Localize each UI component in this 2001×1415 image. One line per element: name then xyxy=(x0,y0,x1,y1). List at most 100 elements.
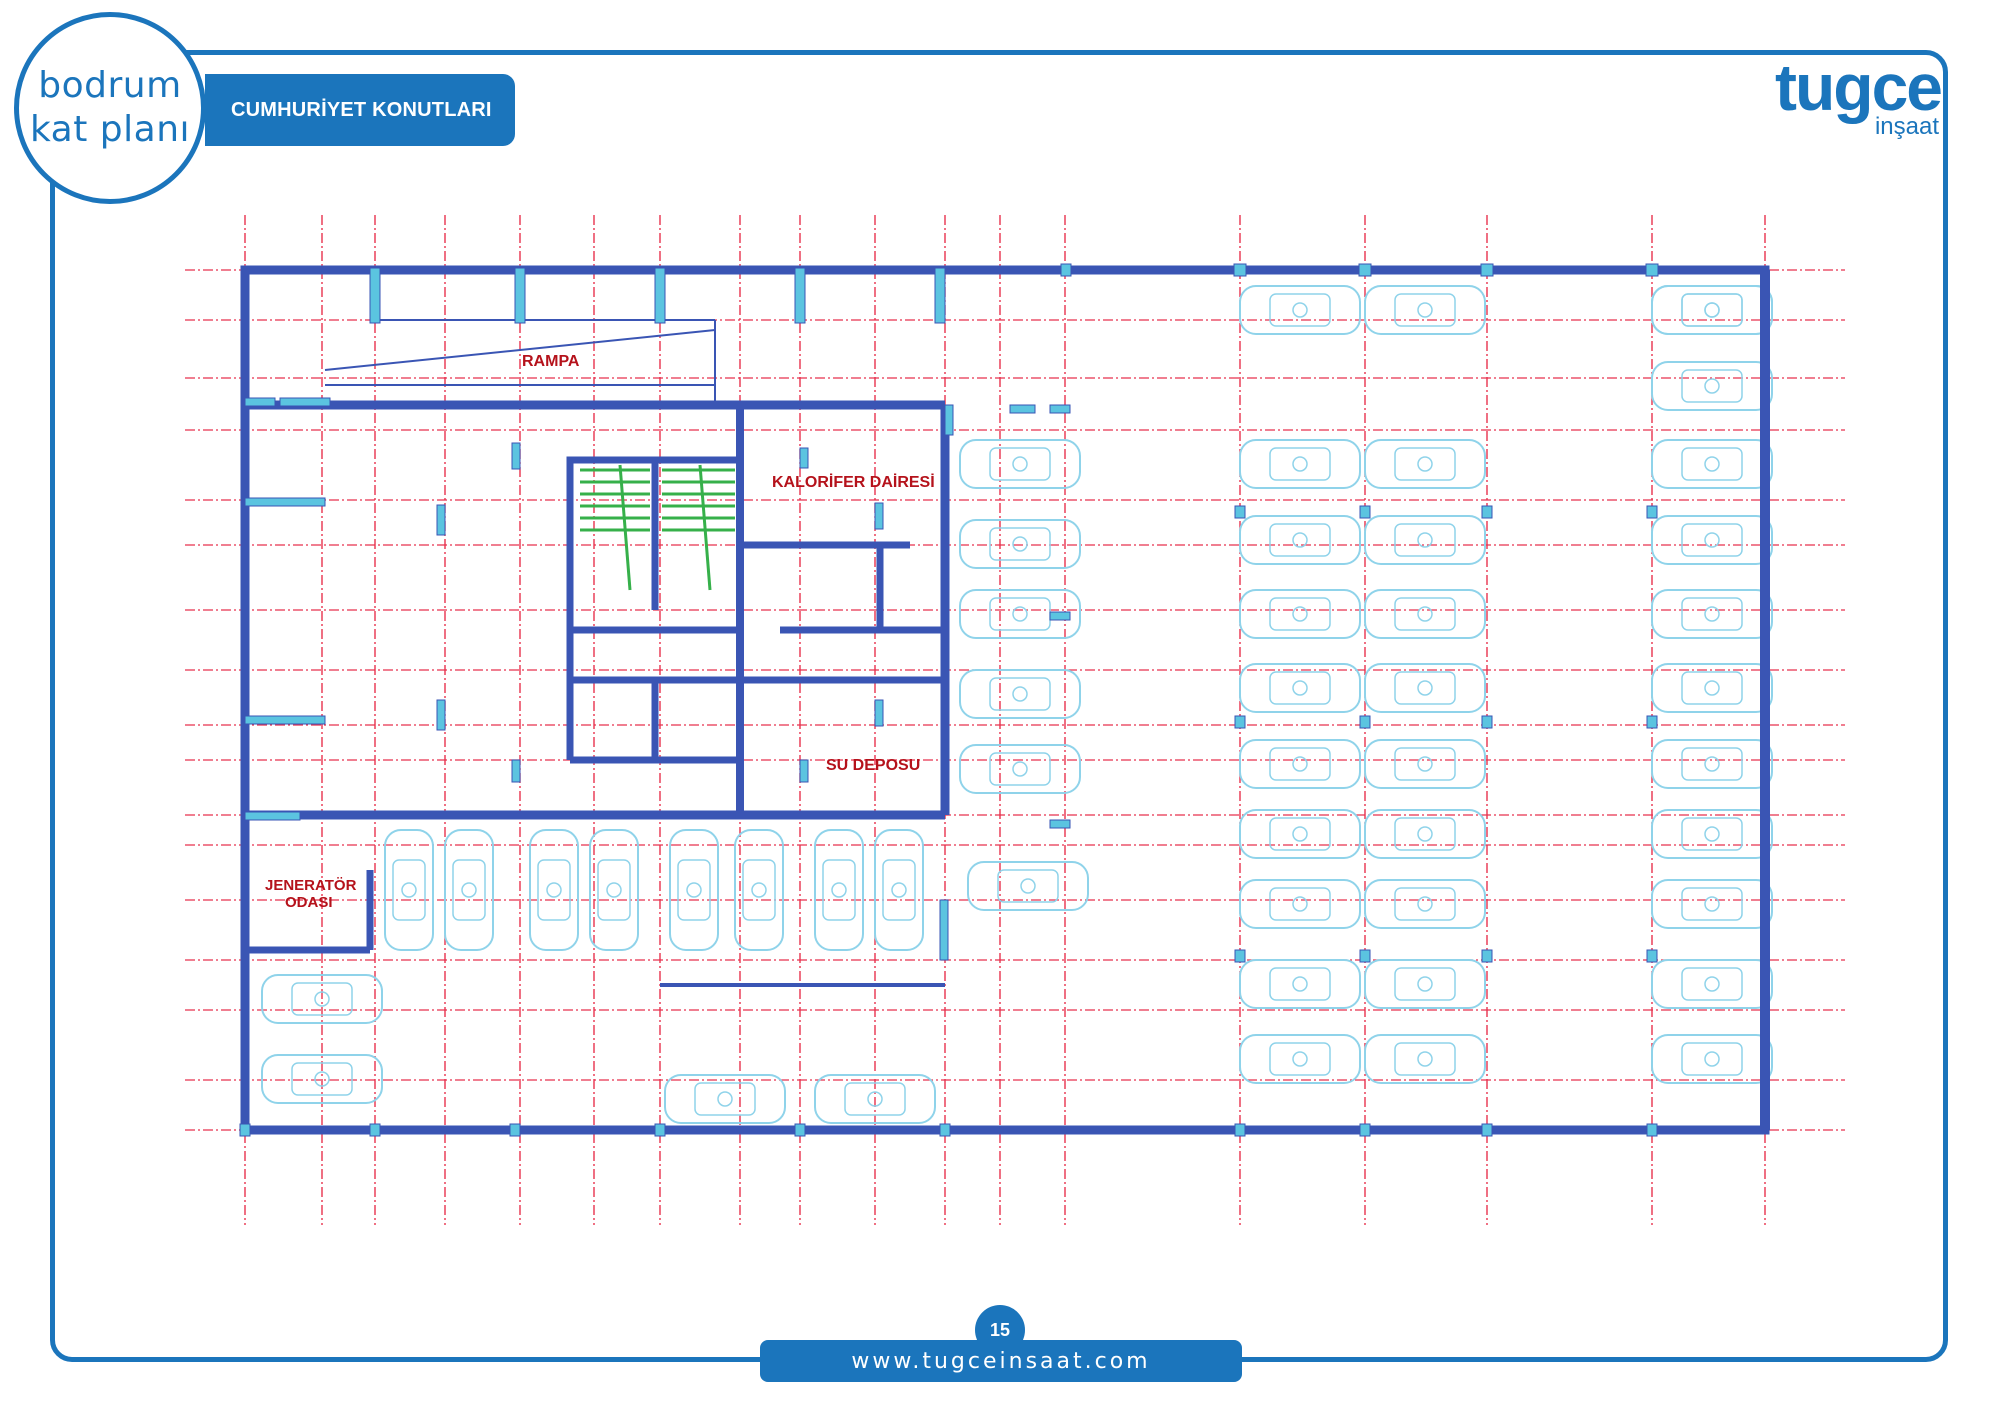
car-roof xyxy=(1681,1042,1743,1076)
structural-column xyxy=(799,759,809,783)
car xyxy=(814,829,864,951)
structural-column xyxy=(239,1123,251,1137)
car xyxy=(1651,285,1773,335)
car-roof xyxy=(1269,967,1331,1001)
stair-stringer xyxy=(618,464,632,591)
structural-column xyxy=(1646,1123,1658,1137)
structural-column xyxy=(1049,404,1071,414)
car-body xyxy=(589,829,639,951)
car-body xyxy=(1364,515,1486,565)
structural-column xyxy=(244,497,326,507)
car-roof xyxy=(1681,671,1743,705)
car-body xyxy=(1239,663,1361,713)
car-number-circle xyxy=(1292,532,1308,548)
car-roof xyxy=(1269,523,1331,557)
car-body xyxy=(959,439,1081,489)
structural-column xyxy=(1233,263,1247,277)
car xyxy=(1651,439,1773,489)
car xyxy=(1651,515,1773,565)
car-number-circle xyxy=(1012,761,1028,777)
car-number-circle xyxy=(1292,606,1308,622)
car xyxy=(1364,589,1486,639)
car-number-circle xyxy=(1704,680,1720,696)
car xyxy=(1239,879,1361,929)
car xyxy=(1364,879,1486,929)
car-roof xyxy=(1681,293,1743,327)
car-number-circle xyxy=(1417,826,1433,842)
car-body xyxy=(1364,1034,1486,1084)
car xyxy=(1651,959,1773,1009)
structural-column xyxy=(934,267,946,324)
company-logo: tugce inşaat xyxy=(1701,50,1943,142)
structural-column xyxy=(514,267,526,324)
car xyxy=(444,829,494,951)
car-roof xyxy=(597,859,631,921)
car-number-circle xyxy=(1417,896,1433,912)
car-roof xyxy=(1269,597,1331,631)
car-body xyxy=(1651,1034,1773,1084)
car-roof xyxy=(1269,887,1331,921)
car-roof xyxy=(1394,1042,1456,1076)
car-roof xyxy=(989,447,1051,481)
car xyxy=(261,1054,383,1104)
car xyxy=(1651,739,1773,789)
website-link[interactable]: www.tugceinsaat.com xyxy=(851,1348,1151,1374)
car-body xyxy=(1239,739,1361,789)
structural-column xyxy=(511,759,521,783)
car xyxy=(664,1074,786,1124)
car-body xyxy=(1364,739,1486,789)
car-body xyxy=(959,519,1081,569)
car-number-circle xyxy=(1417,756,1433,772)
car xyxy=(959,439,1081,489)
car xyxy=(1651,361,1773,411)
car-number-circle xyxy=(1292,680,1308,696)
logo-brand: tugce xyxy=(1774,50,1943,124)
car xyxy=(1239,739,1361,789)
structural-column xyxy=(1480,263,1494,277)
car-roof xyxy=(1681,447,1743,481)
car-number-circle xyxy=(314,991,330,1007)
project-name: CUMHURİYET KONUTLARI xyxy=(231,98,492,121)
structural-column xyxy=(1481,505,1493,519)
structural-column xyxy=(1060,263,1072,277)
car-body xyxy=(874,829,924,951)
car-body xyxy=(1364,809,1486,859)
structural-column xyxy=(436,504,446,536)
car-roof xyxy=(392,859,426,921)
car xyxy=(1364,959,1486,1009)
car-number-circle xyxy=(1704,826,1720,842)
wall xyxy=(324,329,716,371)
car-body xyxy=(1239,285,1361,335)
car-roof xyxy=(1681,747,1743,781)
car-roof xyxy=(677,859,711,921)
car-roof xyxy=(1269,447,1331,481)
car-roof xyxy=(882,859,916,921)
car xyxy=(1364,739,1486,789)
car-number-circle xyxy=(1704,378,1720,394)
car xyxy=(1364,439,1486,489)
car-body xyxy=(1364,959,1486,1009)
logo-subtitle: inşaat xyxy=(1874,113,1939,140)
structural-column xyxy=(1359,505,1371,519)
car xyxy=(1364,1034,1486,1084)
car xyxy=(1364,663,1486,713)
plan-title-line1: bodrum xyxy=(38,65,182,106)
walls xyxy=(240,265,1770,1135)
car-roof xyxy=(1394,967,1456,1001)
car xyxy=(261,974,383,1024)
structural-column xyxy=(1646,949,1658,963)
structural-column xyxy=(1234,505,1246,519)
car-roof xyxy=(1681,597,1743,631)
car-number-circle xyxy=(1704,302,1720,318)
outer-wall xyxy=(240,265,1770,1135)
structural-column xyxy=(1234,715,1246,729)
car xyxy=(1239,959,1361,1009)
car-number-circle xyxy=(1292,976,1308,992)
structural-column xyxy=(939,899,949,961)
car-body xyxy=(1364,589,1486,639)
structural-column xyxy=(1234,949,1246,963)
structural-column xyxy=(1358,263,1372,277)
car-body xyxy=(1239,959,1361,1009)
car-number-circle xyxy=(1417,532,1433,548)
